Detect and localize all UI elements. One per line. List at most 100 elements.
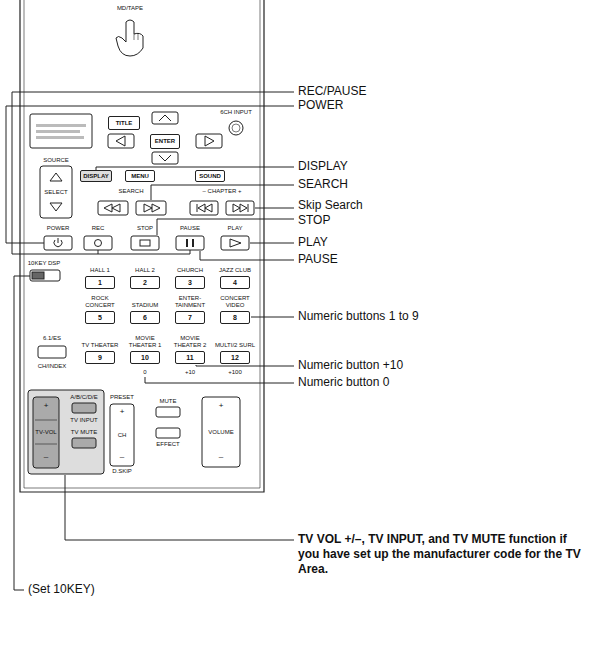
numeric-key: 10 bbox=[130, 351, 160, 364]
button-name: PRESET bbox=[110, 394, 134, 401]
select-rocker bbox=[50, 203, 62, 211]
6-1-es-button bbox=[38, 346, 66, 358]
button-heading: CHURCH bbox=[168, 266, 212, 274]
md-tape-hand bbox=[134, 34, 138, 40]
select-rocker bbox=[40, 166, 72, 218]
transport-buttons bbox=[95, 240, 102, 247]
button-name: TV MUTE bbox=[71, 429, 97, 436]
tv-area bbox=[28, 390, 104, 474]
key-number: 2 bbox=[143, 279, 147, 286]
button-heading: ENTER- TAINMENT bbox=[168, 294, 212, 309]
rocker-sign: – bbox=[219, 452, 223, 461]
button-label: ENTER bbox=[155, 138, 175, 144]
search-chapter-buttons bbox=[144, 204, 160, 212]
button-name: PAUSE bbox=[180, 225, 200, 232]
button-name: 6CH INPUT bbox=[220, 109, 252, 116]
tv-area bbox=[35, 420, 57, 421]
button-heading: HALL 1 bbox=[78, 266, 122, 274]
cursor-buttons bbox=[152, 152, 178, 164]
numeric-key: 5 bbox=[85, 311, 115, 324]
numeric-button: TV THEATER 9 bbox=[78, 334, 122, 364]
numeric-key: 9 bbox=[85, 351, 115, 364]
transport-buttons bbox=[54, 238, 62, 247]
button-key: MENU bbox=[125, 170, 155, 182]
mode-name: MOVIE THEATER 1 bbox=[123, 335, 167, 349]
leader-lines bbox=[65, 475, 294, 540]
callout-label: (Set 10KEY) bbox=[28, 583, 95, 597]
transport-buttons bbox=[221, 236, 249, 250]
mode-name: MULTI/2 SURL bbox=[215, 342, 255, 349]
ch-volume-area bbox=[156, 407, 180, 417]
button-heading: CONCERT VIDEO bbox=[213, 294, 257, 309]
tv-area bbox=[35, 444, 57, 445]
key-number: 1 bbox=[98, 279, 102, 286]
cursor-buttons bbox=[116, 136, 125, 146]
leader-lines bbox=[14, 276, 30, 590]
button-name: CH/INDEX bbox=[38, 363, 67, 370]
key-number: 10 bbox=[141, 354, 149, 361]
numeric-button: HALL 1 1 bbox=[78, 266, 122, 289]
button-name: SOURCE bbox=[43, 157, 69, 164]
cursor-buttons bbox=[108, 134, 134, 148]
button-name: EFFECT bbox=[156, 441, 179, 448]
transport-buttons bbox=[187, 239, 193, 247]
ch-volume-area bbox=[110, 404, 134, 466]
key-number: 9 bbox=[98, 354, 102, 361]
leader-lines bbox=[251, 317, 294, 318]
button-heading: MOVIE THEATER 2 bbox=[168, 334, 212, 349]
input-knob bbox=[229, 121, 243, 135]
mode-name: JAZZ CLUB bbox=[219, 267, 251, 274]
numeric-key: 2 bbox=[130, 276, 160, 289]
cursor-buttons bbox=[205, 136, 214, 146]
numeric-button: CONCERT VIDEO8 bbox=[213, 294, 257, 324]
lcd-display bbox=[36, 124, 86, 127]
key-number: +10 bbox=[185, 369, 195, 376]
numeric-button: STADIUM6 bbox=[123, 294, 167, 324]
md-tape-hand bbox=[116, 20, 143, 56]
button-key: ENTER bbox=[150, 134, 180, 149]
button-heading: TV THEATER bbox=[78, 334, 122, 349]
numeric-key: 3 bbox=[175, 276, 205, 289]
numeric-key: 4 bbox=[220, 276, 250, 289]
button-name: POWER bbox=[47, 225, 70, 232]
remote-body bbox=[20, 0, 264, 492]
mode-name: CONCERT VIDEO bbox=[213, 295, 257, 309]
numeric-button: ROCK CONCERT 5 bbox=[78, 294, 122, 324]
tv-area bbox=[72, 438, 96, 448]
mode-name: CHURCH bbox=[177, 267, 203, 274]
transport-buttons bbox=[230, 239, 241, 247]
lcd-display bbox=[36, 130, 80, 133]
button-name: MUTE bbox=[160, 398, 177, 405]
button-key: TITLE bbox=[108, 116, 140, 130]
numeric-button: MULTI/2 SURL 12 bbox=[213, 334, 257, 364]
cursor-buttons bbox=[196, 134, 222, 148]
mode-name: MOVIE THEATER 2 bbox=[168, 335, 212, 349]
rocker-sign: – bbox=[44, 452, 48, 461]
leader-lines bbox=[6, 106, 294, 243]
button-name: REC bbox=[92, 225, 105, 232]
ch-volume-area bbox=[156, 428, 180, 438]
button-heading: JAZZ CLUB bbox=[213, 266, 257, 274]
input-knob bbox=[229, 121, 243, 135]
leader-lines bbox=[200, 251, 294, 260]
key-number: 11 bbox=[186, 354, 193, 361]
search-chapter-buttons bbox=[98, 201, 254, 215]
leader-lines bbox=[6, 92, 294, 590]
numeric-button: ENTER- TAINMENT7 bbox=[168, 294, 212, 324]
key-number: 12 bbox=[231, 354, 239, 361]
tv-area bbox=[33, 397, 59, 468]
button-heading: ROCK CONCERT bbox=[78, 294, 122, 309]
callout-label: DISPLAY bbox=[298, 160, 348, 174]
md-tape-hand bbox=[116, 20, 143, 56]
10key-switch bbox=[32, 272, 44, 279]
button-name: TV INPUT bbox=[70, 417, 97, 424]
6-1-es-button bbox=[38, 346, 66, 358]
button-heading: MOVIE THEATER 1 bbox=[123, 334, 167, 349]
button-label: DISPLAY bbox=[83, 173, 108, 179]
leader-lines bbox=[255, 208, 294, 209]
button-label: SOUND bbox=[199, 173, 221, 179]
search-chapter-buttons bbox=[104, 204, 120, 212]
numeric-button: HALL 22 bbox=[123, 266, 167, 289]
callout-label: POWER bbox=[298, 99, 343, 113]
